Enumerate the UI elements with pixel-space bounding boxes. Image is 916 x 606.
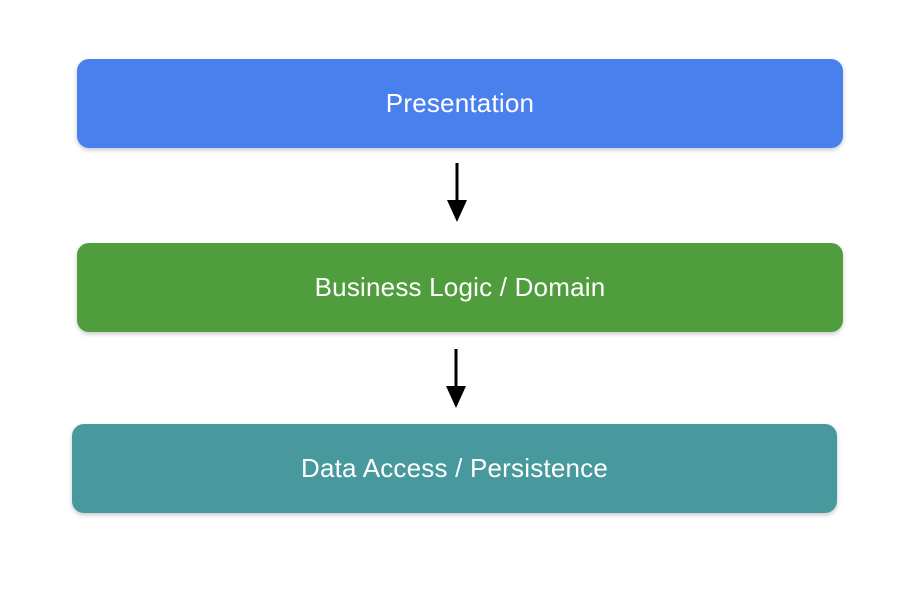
down-arrow-icon [446, 349, 466, 408]
layer-label-data-access: Data Access / Persistence [300, 453, 609, 483]
layer-box-presentation: Presentation [77, 59, 843, 148]
layer-label-presentation: Presentation [385, 88, 535, 118]
down-arrow-icon [447, 163, 467, 222]
layer-label-business-logic: Business Logic / Domain [314, 272, 606, 302]
layer-box-business-logic: Business Logic / Domain [77, 243, 843, 332]
layer-box-data-access: Data Access / Persistence [72, 424, 837, 513]
